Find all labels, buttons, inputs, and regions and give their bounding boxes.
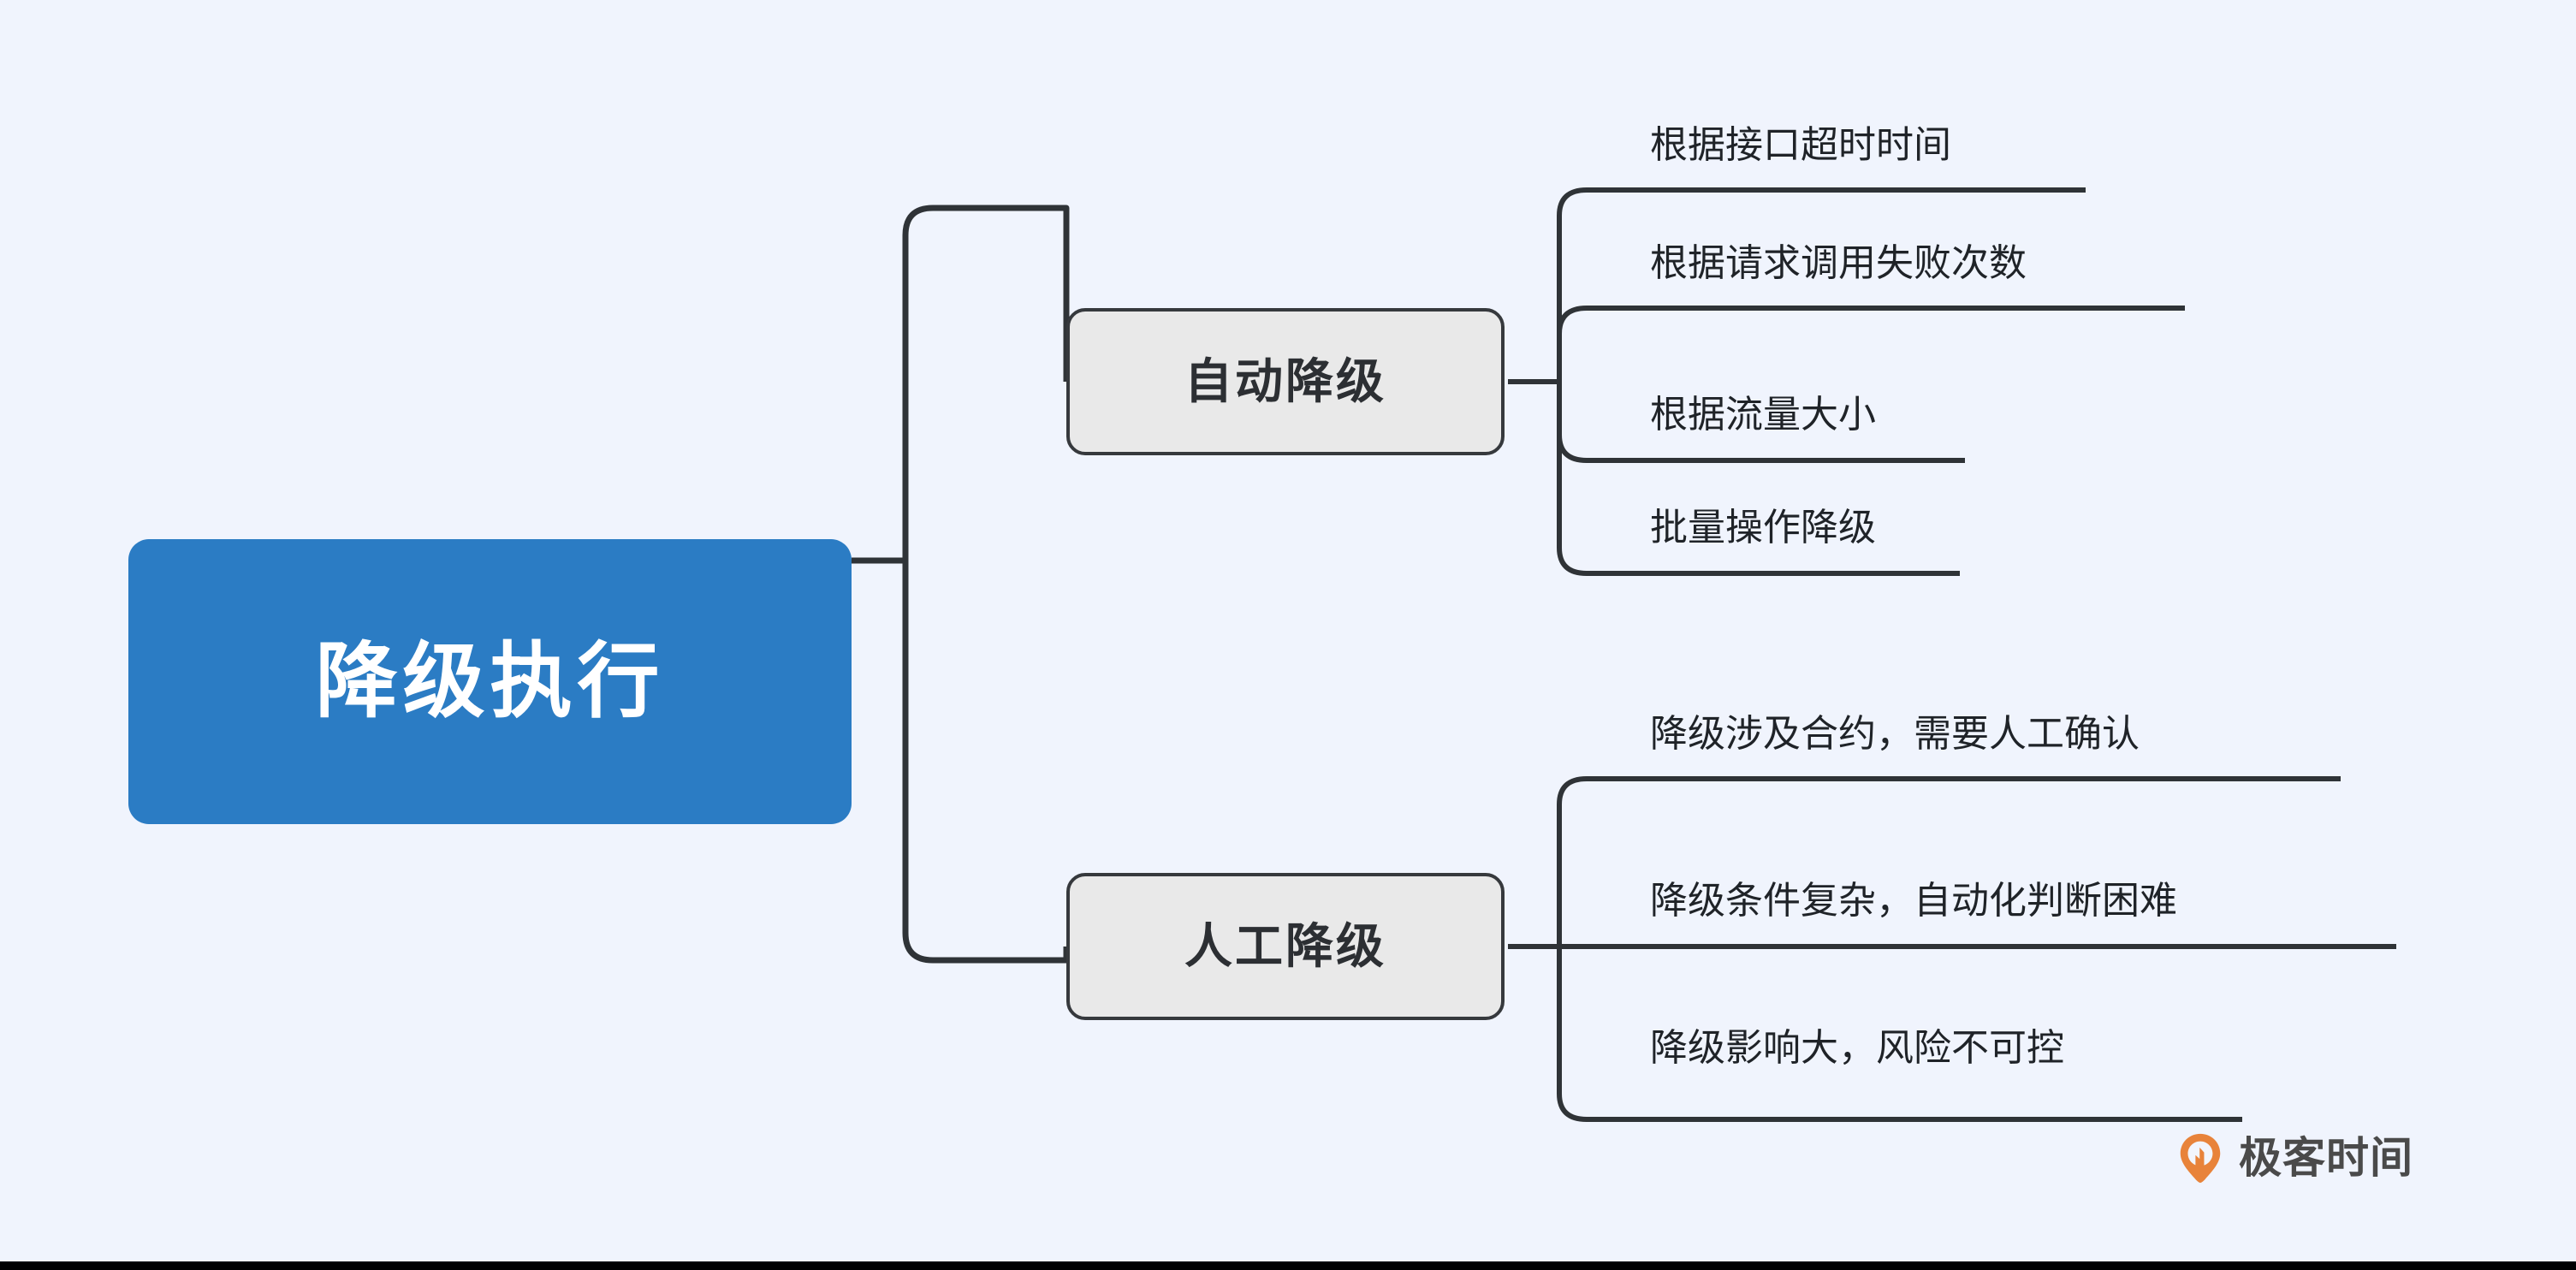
leaf-node[interactable]: 降级涉及合约，需要人工确认 xyxy=(1650,704,2140,764)
leaf-node[interactable]: 批量操作降级 xyxy=(1650,498,1876,558)
leaf-node[interactable]: 根据请求调用失败次数 xyxy=(1650,234,2027,294)
root-node-label: 降级执行 xyxy=(315,635,665,727)
geektime-pin-icon xyxy=(2180,1133,2221,1184)
connector-root-to-auto xyxy=(902,205,1070,561)
connector-manual-leaf-1 xyxy=(1557,776,2341,805)
root-node[interactable]: 降级执行 xyxy=(128,539,852,824)
connector-root-to-manual xyxy=(902,561,1070,964)
leaf-node[interactable]: 根据流量大小 xyxy=(1650,385,1876,445)
branch-node-manual[interactable]: 人工降级 xyxy=(1066,873,1505,1020)
watermark-brand: 极客时间 xyxy=(2239,1134,2413,1182)
branch-node-label: 自动降级 xyxy=(1184,354,1386,408)
leaf-node-label: 根据请求调用失败次数 xyxy=(1650,242,2027,284)
leaf-node[interactable]: 降级条件复杂，自动化判断困难 xyxy=(1650,871,2177,931)
connector-manual-leaf-3 xyxy=(1557,1093,2242,1122)
leaf-node-label: 降级涉及合约，需要人工确认 xyxy=(1650,713,2140,755)
branch-node-label: 人工降级 xyxy=(1184,919,1386,973)
leaf-node[interactable]: 根据接口超时时间 xyxy=(1650,116,1951,175)
leaf-node-label: 降级条件复杂，自动化判断困难 xyxy=(1650,880,2177,922)
leaf-node[interactable]: 降级影响大，风险不可控 xyxy=(1650,1018,2064,1078)
bottom-strip xyxy=(0,1261,2576,1270)
leaf-node-label: 批量操作降级 xyxy=(1650,507,1876,549)
leaf-node-label: 降级影响大，风险不可控 xyxy=(1650,1027,2064,1069)
connector-auto-leaf-2 xyxy=(1557,306,2185,335)
leaf-node-label: 根据接口超时时间 xyxy=(1650,124,1951,166)
branch-node-automatic[interactable]: 自动降级 xyxy=(1066,308,1505,455)
leaf-node-label: 根据流量大小 xyxy=(1650,394,1876,436)
connector-auto-leaf-1 xyxy=(1557,187,2086,217)
watermark: 极客时间 xyxy=(2174,1131,2413,1184)
